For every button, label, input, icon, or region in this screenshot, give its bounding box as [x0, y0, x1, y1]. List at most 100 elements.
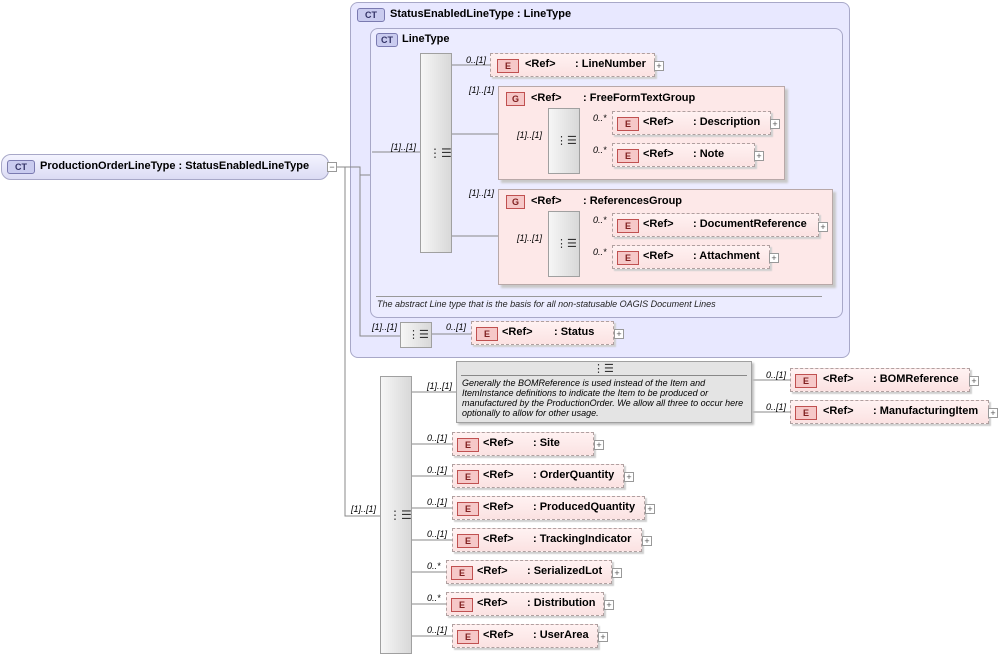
element-name: : SerializedLot	[527, 565, 603, 577]
ref-label: <Ref>	[483, 533, 514, 545]
element-badge: E	[476, 327, 498, 341]
expand-toggle[interactable]: +	[770, 119, 780, 129]
card-label: [1]..[1]	[391, 142, 417, 152]
group-badge: G	[506, 92, 525, 106]
ref-label: <Ref>	[483, 629, 514, 641]
expand-toggle[interactable]: +	[969, 376, 979, 386]
sequence-icon: ⋮☰	[429, 146, 452, 160]
note-divider	[461, 375, 747, 376]
expand-toggle[interactable]: +	[769, 253, 779, 263]
status-sequence[interactable]: ⋮☰	[400, 322, 432, 348]
production-order-sequence[interactable]: ⋮☰	[380, 376, 412, 654]
root-type-label: ProductionOrderLineType : StatusEnabledL…	[40, 160, 310, 172]
ref-label: <Ref>	[531, 195, 562, 207]
ct-badge: CT	[357, 8, 385, 22]
element-line-number[interactable]: E <Ref> : LineNumber	[490, 53, 655, 77]
element-bom-reference[interactable]: E <Ref> : BOMReference	[790, 368, 970, 392]
element-badge: E	[617, 219, 639, 233]
ref-label: <Ref>	[525, 58, 556, 70]
linetype-doc: The abstract Line type that is the basis…	[377, 299, 716, 309]
linetype-sequence[interactable]: ⋮☰	[420, 53, 452, 253]
card-label: [1]..[1]	[351, 504, 377, 514]
card-label: [1]..[1]	[517, 130, 543, 140]
expand-toggle[interactable]: +	[604, 600, 614, 610]
element-tracking-indicator[interactable]: E <Ref> : TrackingIndicator	[452, 528, 642, 552]
choice-annotation[interactable]: ⋮☰ Generally the BOMReference is used in…	[456, 361, 752, 423]
ref-label: <Ref>	[823, 405, 854, 417]
card-label: [1]..[1]	[372, 322, 398, 332]
card-label: 0..*	[593, 113, 607, 123]
expand-toggle[interactable]: +	[642, 536, 652, 546]
card-label: 0..[1]	[427, 465, 448, 475]
sequence-icon: ⋮☰	[408, 329, 429, 341]
element-status[interactable]: E <Ref> : Status	[471, 321, 614, 345]
expand-toggle[interactable]: +	[988, 408, 998, 418]
element-description[interactable]: E <Ref> : Description	[612, 111, 771, 135]
element-name: : Attachment	[693, 250, 760, 262]
group-badge: G	[506, 195, 525, 209]
card-label: 0..[1]	[766, 370, 787, 380]
ref-label: <Ref>	[643, 218, 674, 230]
element-name: : TrackingIndicator	[533, 533, 632, 545]
group-sequence[interactable]: ⋮☰	[548, 108, 580, 174]
element-badge: E	[497, 59, 519, 73]
element-name: : BOMReference	[873, 373, 959, 385]
element-name: : Status	[554, 326, 595, 338]
expand-toggle[interactable]: +	[598, 632, 608, 642]
card-label: 0..*	[427, 561, 441, 571]
element-document-reference[interactable]: E <Ref> : DocumentReference	[612, 213, 819, 237]
expand-toggle[interactable]: +	[818, 222, 828, 232]
element-note[interactable]: E <Ref> : Note	[612, 143, 755, 167]
expand-toggle[interactable]: +	[594, 440, 604, 450]
linetype-label: LineType	[402, 33, 450, 45]
group-name: : FreeFormTextGroup	[583, 92, 696, 104]
element-name: : Description	[693, 116, 761, 128]
element-distribution[interactable]: E <Ref> : Distribution	[446, 592, 604, 616]
element-manufacturing-item[interactable]: E <Ref> : ManufacturingItem	[790, 400, 989, 424]
element-user-area[interactable]: E <Ref> : UserArea	[452, 624, 598, 648]
element-attachment[interactable]: E <Ref> : Attachment	[612, 245, 770, 269]
element-badge: E	[457, 630, 479, 644]
ct-badge: CT	[376, 33, 398, 47]
card-label: 0..[1]	[766, 402, 787, 412]
expand-toggle[interactable]: +	[614, 329, 624, 339]
element-name: : Note	[693, 148, 725, 160]
expand-toggle[interactable]: +	[754, 151, 764, 161]
card-label: [1]..[1]	[469, 85, 495, 95]
element-badge: E	[457, 438, 479, 452]
element-badge: E	[457, 534, 479, 548]
choice-note-text: Generally the BOMReference is used inste…	[462, 378, 744, 418]
card-label: 0..[1]	[427, 529, 448, 539]
root-type[interactable]: CT ProductionOrderLineType : StatusEnabl…	[1, 154, 329, 180]
expand-toggle[interactable]: +	[624, 472, 634, 482]
card-label: 0..[1]	[427, 497, 448, 507]
element-badge: E	[617, 149, 639, 163]
ref-label: <Ref>	[643, 148, 674, 160]
element-name: : OrderQuantity	[533, 469, 615, 481]
element-badge: E	[451, 566, 473, 580]
sequence-icon: ⋮☰	[389, 508, 412, 522]
card-label: 0..[1]	[427, 433, 448, 443]
ref-label: <Ref>	[531, 92, 562, 104]
element-name: : LineNumber	[575, 58, 646, 70]
element-order-quantity[interactable]: E <Ref> : OrderQuantity	[452, 464, 624, 488]
element-serialized-lot[interactable]: E <Ref> : SerializedLot	[446, 560, 612, 584]
element-badge: E	[457, 470, 479, 484]
ref-label: <Ref>	[483, 437, 514, 449]
group-sequence[interactable]: ⋮☰	[548, 211, 580, 277]
expand-toggle[interactable]: +	[612, 568, 622, 578]
ref-label: <Ref>	[477, 565, 508, 577]
element-produced-quantity[interactable]: E <Ref> : ProducedQuantity	[452, 496, 645, 520]
card-label: 0..*	[593, 215, 607, 225]
ref-label: <Ref>	[502, 326, 533, 338]
ref-label: <Ref>	[483, 501, 514, 513]
card-label: [1]..[1]	[517, 233, 543, 243]
card-label: 0..*	[593, 247, 607, 257]
element-site[interactable]: E <Ref> : Site	[452, 432, 594, 456]
card-label: [1]..[1]	[427, 381, 453, 391]
ref-label: <Ref>	[643, 250, 674, 262]
expand-toggle[interactable]: +	[654, 61, 664, 71]
collapse-toggle[interactable]: −	[327, 162, 337, 172]
expand-toggle[interactable]: +	[645, 504, 655, 514]
ct-badge: CT	[7, 160, 35, 174]
